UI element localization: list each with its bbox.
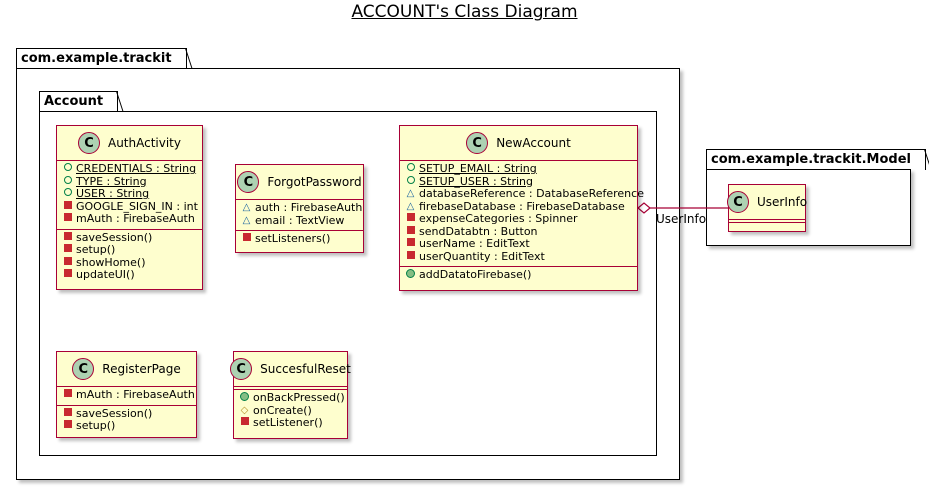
private-icon <box>240 233 253 246</box>
package-account-label: Account <box>39 91 119 112</box>
protected-icon: ◇ <box>240 404 249 416</box>
class-stereotype-icon: C <box>72 358 95 380</box>
public-icon <box>61 176 74 189</box>
package-visibility-icon: △ <box>242 202 251 213</box>
field-row: SETUP_USER : String <box>404 175 633 189</box>
field-row: GOOGLE_SIGN_IN : int <box>61 200 198 214</box>
package-trackit-label: com.example.trackit <box>16 48 187 69</box>
private-icon <box>61 269 74 282</box>
method-row: saveSession() <box>61 231 198 245</box>
public-icon <box>61 163 74 176</box>
public-icon <box>238 392 251 406</box>
method-row: showHome() <box>61 256 198 270</box>
field-row: mAuth : FirebaseAuth <box>61 388 195 402</box>
fields-section: SETUP_EMAIL : String SETUP_USER : String… <box>400 161 644 267</box>
method-row: ◇onCreate() <box>238 404 343 418</box>
private-icon <box>238 417 251 430</box>
class-stereotype-icon: C <box>466 132 489 154</box>
method-row: saveSession() <box>61 407 192 421</box>
field-row: TYPE : String <box>61 175 198 189</box>
class-userinfo[interactable]: C UserInfo <box>726 184 808 232</box>
field-row: △databaseReference : DatabaseReference <box>404 187 644 201</box>
class-name: ForgotPassword <box>267 175 362 189</box>
methods-section: saveSession() setup() showHome() updateU… <box>57 230 202 285</box>
field-row: sendDatabtn : Button <box>404 225 633 239</box>
methods-section: saveSession() setup() <box>57 406 196 436</box>
field-row: USER : String <box>61 187 198 201</box>
field-row: CREDENTIALS : String <box>61 162 198 176</box>
field-row: △auth : FirebaseAuth <box>240 201 363 215</box>
method-row: updateUI() <box>61 268 198 282</box>
public-icon <box>404 176 417 189</box>
method-row: setListener() <box>238 416 343 430</box>
private-icon <box>61 420 74 433</box>
class-name: RegisterPage <box>102 362 181 376</box>
class-name: SuccesfulReset <box>260 362 351 376</box>
method-row: addDatatoFirebase() <box>404 268 633 283</box>
class-name: UserInfo <box>756 195 808 209</box>
class-header: C UserInfo <box>726 185 808 220</box>
class-forgotpassword[interactable]: C ForgotPassword △auth : FirebaseAuth △e… <box>235 164 364 253</box>
field-row: mAuth : FirebaseAuth <box>61 212 198 226</box>
class-stereotype-icon: C <box>726 191 749 213</box>
field-row: △email : TextView <box>240 214 359 228</box>
package-visibility-icon: △ <box>406 200 415 212</box>
aggregation-label: UserInfo <box>656 212 707 226</box>
class-header: C RegisterPage <box>57 352 196 387</box>
private-icon <box>61 201 74 214</box>
public-icon <box>404 269 417 283</box>
class-header: C NewAccount <box>400 126 637 161</box>
field-row: SETUP_EMAIL : String <box>404 162 633 176</box>
method-row: onBackPressed() <box>238 391 345 406</box>
class-newaccount[interactable]: C NewAccount SETUP_EMAIL : String SETUP_… <box>399 125 644 291</box>
class-succesfulreset[interactable]: C SuccesfulReset onBackPressed() ◇onCrea… <box>230 351 351 439</box>
class-name: NewAccount <box>496 136 571 150</box>
private-icon <box>404 226 417 239</box>
private-icon <box>61 244 74 257</box>
field-row: userQuantity : EditText <box>404 250 633 264</box>
class-header: C SuccesfulReset <box>230 352 351 387</box>
private-icon <box>61 257 74 270</box>
field-row: △firebaseDatabase : FirebaseDatabase <box>404 200 633 214</box>
public-icon <box>404 163 417 176</box>
package-visibility-icon: △ <box>242 214 251 226</box>
private-icon <box>61 213 74 226</box>
fields-section: △auth : FirebaseAuth △email : TextView <box>236 200 363 231</box>
class-header: C ForgotPassword <box>236 165 363 200</box>
fields-section <box>729 220 805 223</box>
package-model: com.example.trackit.Model <box>706 149 926 246</box>
class-header: C AuthActivity <box>57 126 202 161</box>
private-icon <box>404 238 417 251</box>
fields-section: CREDENTIALS : String TYPE : String USER … <box>57 161 202 230</box>
fields-section: mAuth : FirebaseAuth <box>57 387 196 406</box>
private-icon <box>61 408 74 421</box>
class-name: AuthActivity <box>107 136 181 150</box>
class-registerpage[interactable]: C RegisterPage mAuth : FirebaseAuth save… <box>56 351 197 438</box>
class-stereotype-icon: C <box>230 358 253 380</box>
methods-section: setListeners() <box>236 231 363 249</box>
methods-section: addDatatoFirebase() <box>400 267 637 285</box>
private-icon <box>61 232 74 245</box>
class-stereotype-icon: C <box>237 171 260 193</box>
field-row: expenseCategories : Spinner <box>404 212 633 226</box>
method-row: setup() <box>61 419 192 433</box>
method-row: setup() <box>61 243 198 257</box>
private-icon <box>404 251 417 264</box>
methods-section <box>729 223 805 225</box>
class-stereotype-icon: C <box>77 132 100 154</box>
public-icon <box>61 188 74 201</box>
private-icon <box>404 213 417 226</box>
class-authactivity[interactable]: C AuthActivity CREDENTIALS : String TYPE… <box>56 125 203 290</box>
methods-section: onBackPressed() ◇onCreate() setListener(… <box>234 390 347 433</box>
method-row: setListeners() <box>240 232 359 246</box>
package-visibility-icon: △ <box>406 188 415 199</box>
fields-section <box>234 387 347 390</box>
private-icon <box>61 389 74 402</box>
package-model-label: com.example.trackit.Model <box>706 149 926 170</box>
diagram-title: ACCOUNT's Class Diagram <box>351 2 578 22</box>
field-row: userName : EditText <box>404 237 633 251</box>
